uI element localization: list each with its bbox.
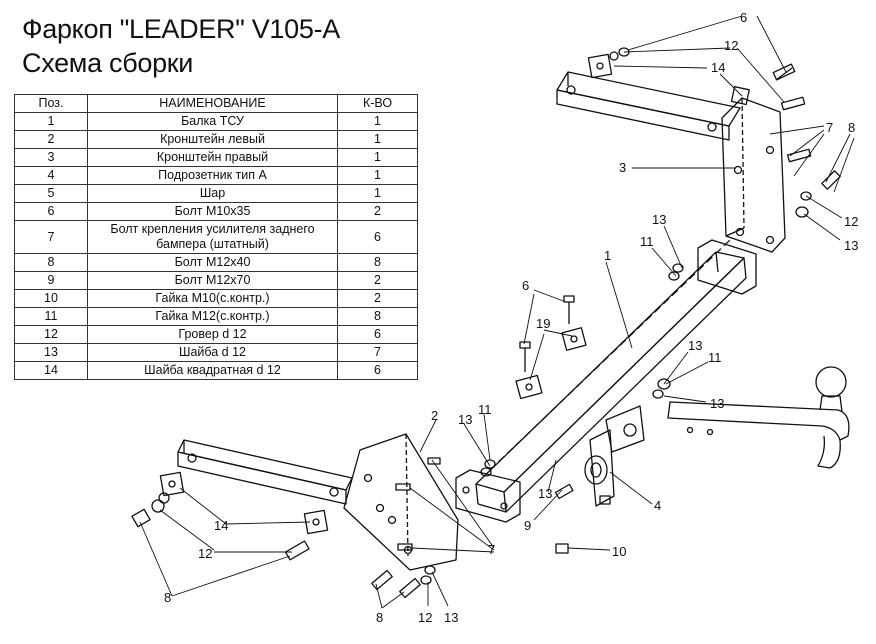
cell-name: Болт М12х70 bbox=[87, 271, 338, 290]
callout-12: 12 bbox=[198, 546, 212, 561]
callout-19: 19 bbox=[536, 316, 550, 331]
callout-8: 8 bbox=[164, 590, 171, 605]
callout-2: 2 bbox=[431, 408, 438, 423]
callout-10: 10 bbox=[612, 544, 626, 559]
callout-8: 8 bbox=[376, 610, 383, 625]
callout-13: 13 bbox=[538, 486, 552, 501]
cell-name: Шайба квадратная d 12 bbox=[87, 361, 338, 380]
callout-13: 13 bbox=[458, 412, 472, 427]
callout-8: 6 bbox=[740, 10, 747, 25]
cell-qty: 6 bbox=[337, 361, 418, 380]
cell-name: Болт М10х35 bbox=[87, 202, 338, 221]
callout-12: 12 bbox=[724, 38, 738, 53]
square-washers bbox=[159, 53, 613, 535]
callout-13: 13 bbox=[688, 338, 702, 353]
callout-13: 13 bbox=[710, 396, 724, 411]
callout-8: 8 bbox=[848, 120, 855, 135]
callout-14: 14 bbox=[214, 518, 228, 533]
cell-name: Подрозетник тип А bbox=[87, 166, 338, 185]
callout-3: 3 bbox=[619, 160, 626, 175]
fasteners bbox=[131, 47, 841, 599]
callout-11: 11 bbox=[478, 402, 492, 417]
callout-6: 6 bbox=[522, 278, 529, 293]
callout-7: 7 bbox=[488, 542, 495, 557]
right-bracket bbox=[556, 71, 786, 253]
left-bracket bbox=[177, 433, 459, 571]
callout-12: 12 bbox=[418, 610, 432, 625]
diagram-title: Фаркоп "LEADER" V105-A bbox=[22, 14, 340, 44]
cell-name: Кронштейн левый bbox=[87, 130, 338, 149]
ball-mount bbox=[667, 366, 850, 469]
callout-7: 7 bbox=[826, 120, 833, 135]
header-pos: Поз. bbox=[14, 94, 88, 113]
callout-4: 4 bbox=[654, 498, 661, 513]
callout-1: 1 bbox=[604, 248, 611, 263]
callout-13: 13 bbox=[444, 610, 458, 625]
callout-13: 13 bbox=[652, 212, 666, 227]
callout-11: 11 bbox=[640, 234, 654, 249]
callout-11: 11 bbox=[708, 350, 722, 365]
callout-labels: 6 12 14 7 8 3 12 13 13 11 1 6 19 13 11 1… bbox=[164, 10, 858, 625]
cell-qty: 7 bbox=[337, 343, 418, 362]
socket-plate bbox=[584, 405, 645, 507]
parts-table-header-row: Поз. НАИМЕНОВАНИЕ К-ВО bbox=[14, 94, 418, 113]
callout-9: 9 bbox=[524, 518, 531, 533]
diagram-subtitle: Схема сборки bbox=[22, 48, 194, 78]
leader-lines bbox=[139, 15, 855, 609]
callout-12: 12 bbox=[844, 214, 858, 229]
main-beam bbox=[455, 239, 757, 523]
callout-13: 13 bbox=[844, 238, 858, 253]
callout-14: 14 bbox=[711, 60, 725, 75]
cell-name: Болт М12х40 bbox=[87, 253, 338, 272]
cell-qty: 6 bbox=[337, 220, 418, 254]
cell-pos: 14 bbox=[14, 361, 88, 380]
